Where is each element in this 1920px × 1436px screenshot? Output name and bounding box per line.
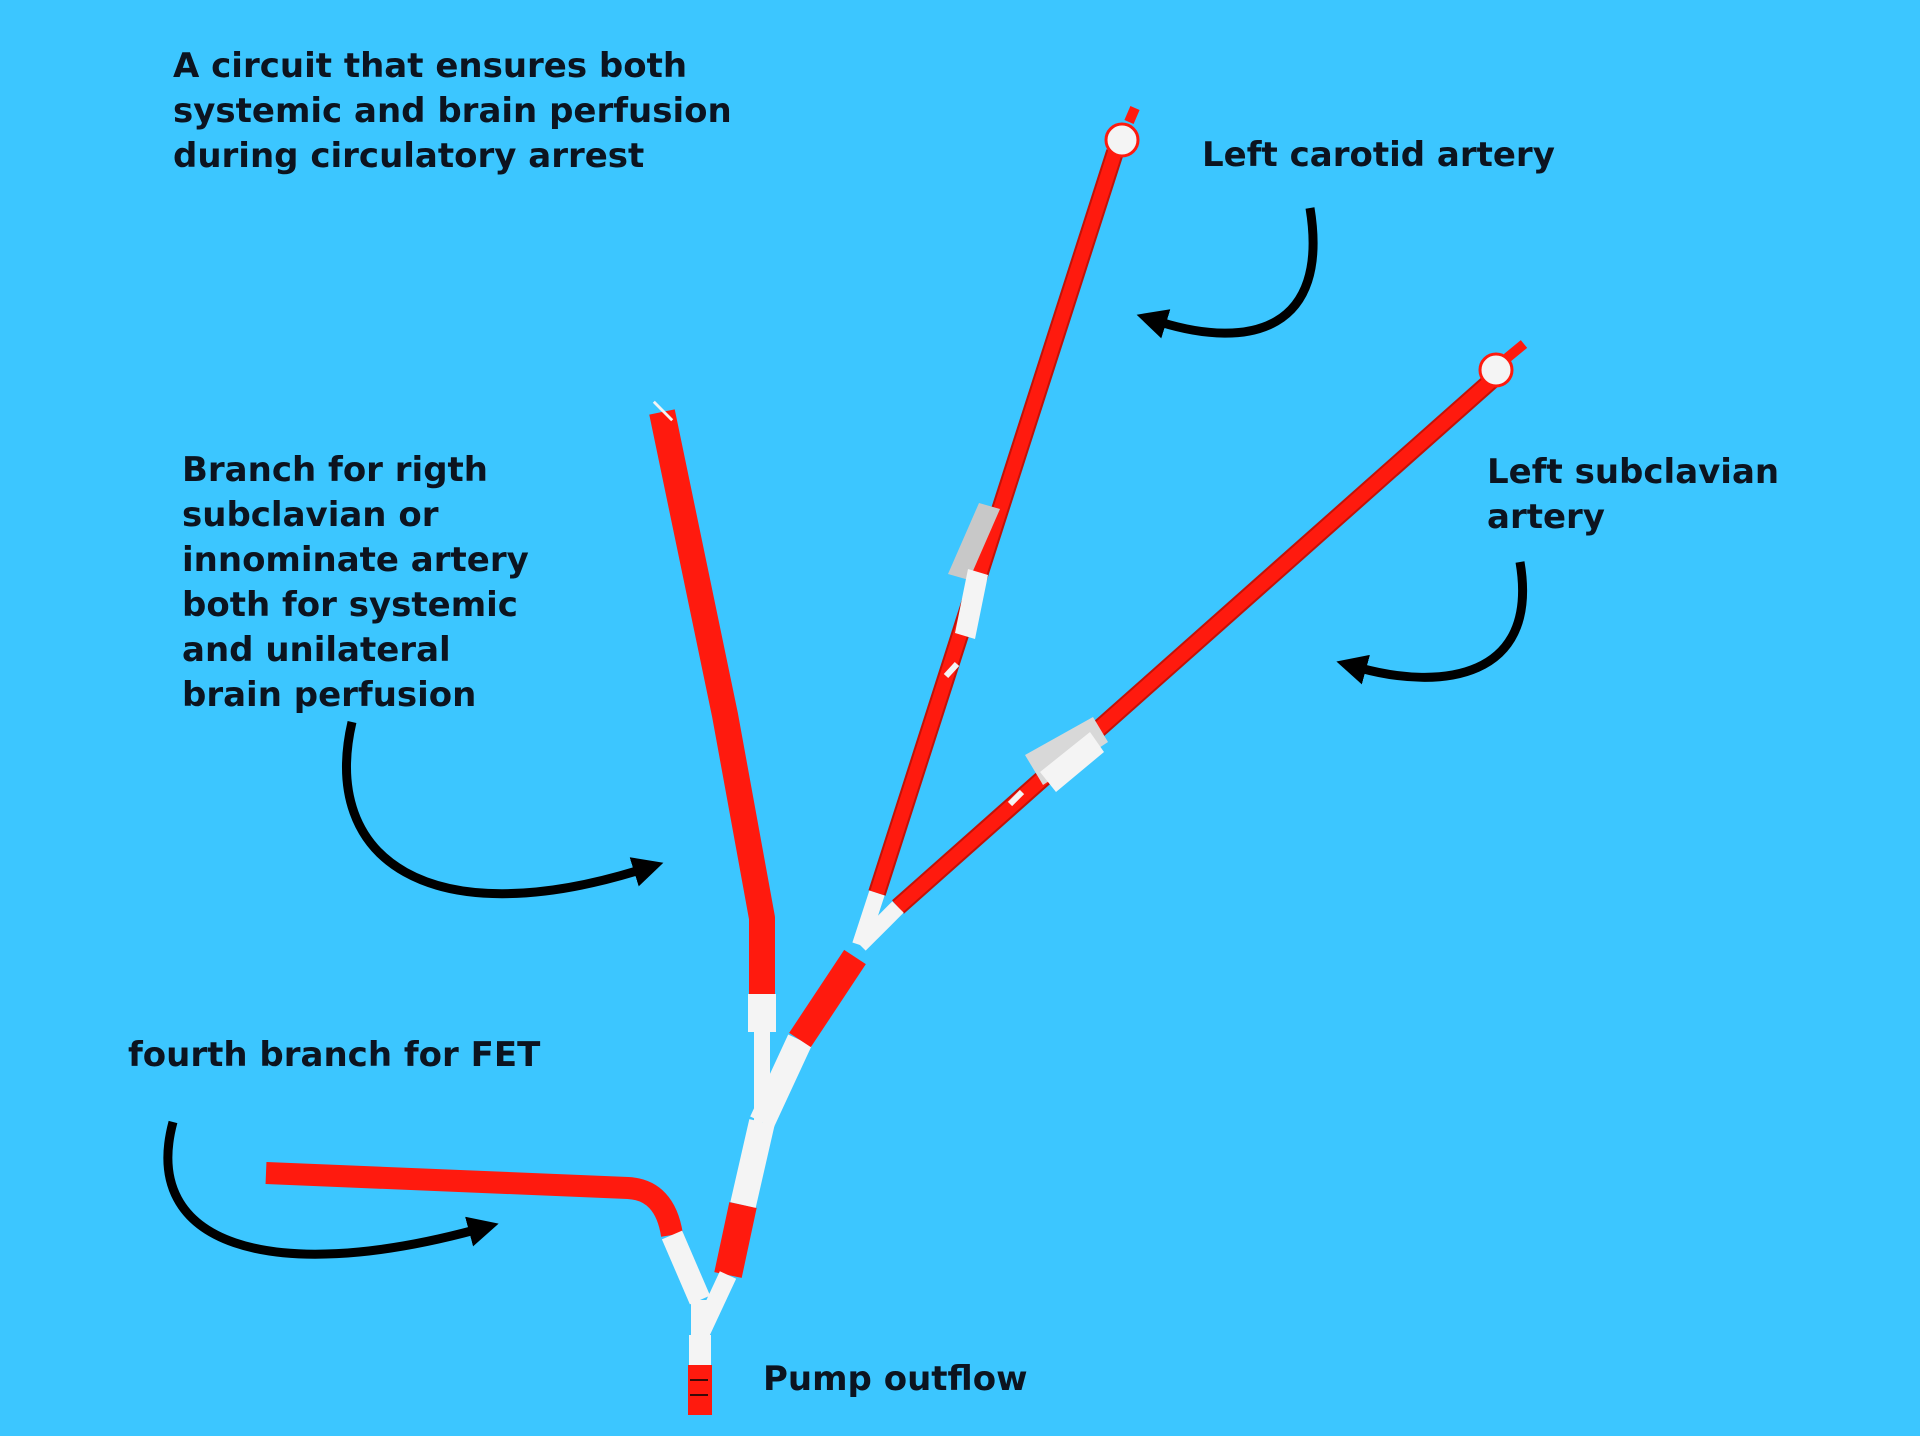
title-line: A circuit that ensures both bbox=[173, 46, 688, 86]
pump-outflow-y bbox=[688, 1271, 737, 1415]
carotid-connector bbox=[955, 569, 988, 639]
right-branch-tube bbox=[649, 400, 776, 1122]
upper-y-connector bbox=[852, 890, 904, 951]
left-subclavian-label-line: Left subclavian bbox=[1487, 452, 1780, 492]
fourth-branch-label-line: fourth branch for FET bbox=[128, 1035, 541, 1075]
title-text: A circuit that ensures both systemic and… bbox=[173, 44, 732, 179]
pump-outflow-label-line: Pump outflow bbox=[763, 1359, 1028, 1399]
left-carotid-label-line: Left carotid artery bbox=[1202, 135, 1555, 175]
carotid-clamp bbox=[948, 503, 1000, 580]
fourth-branch-label: fourth branch for FET bbox=[128, 1033, 540, 1078]
pump-outflow-label: Pump outflow bbox=[763, 1357, 1028, 1402]
right-branch-label-line: both for systemic bbox=[182, 585, 518, 625]
right-branch-label-line: and unilateral bbox=[182, 630, 451, 670]
main-trunk-tube bbox=[714, 1119, 775, 1278]
subclavian-arrow bbox=[1336, 561, 1527, 685]
right-branch-label-line: brain perfusion bbox=[182, 675, 477, 715]
title-line: systemic and brain perfusion bbox=[173, 91, 732, 131]
right-branch-label-line: innominate artery bbox=[182, 540, 529, 580]
carotid-cannula-tip bbox=[1104, 122, 1140, 158]
right-branch-arrow bbox=[342, 720, 664, 899]
left-carotid-label: Left carotid artery bbox=[1202, 133, 1555, 178]
right-branch-label: Branch for rigth subclavian or innominat… bbox=[182, 448, 529, 718]
fet-branch-tube bbox=[265, 1162, 711, 1305]
left-subclavian-tube bbox=[892, 340, 1528, 914]
subclavian-cannula-tip bbox=[1478, 352, 1514, 388]
title-line: during circulatory arrest bbox=[173, 136, 645, 176]
carotid-arrow bbox=[1136, 207, 1318, 339]
left-subclavian-label: Left subclavian artery bbox=[1487, 450, 1779, 540]
left-carotid-tube bbox=[868, 106, 1140, 896]
fet-branch-arrow bbox=[163, 1120, 499, 1259]
left-trunk-tube bbox=[750, 949, 866, 1128]
left-subclavian-label-line: artery bbox=[1487, 497, 1605, 537]
subclavian-connector bbox=[1040, 732, 1104, 792]
right-branch-label-line: subclavian or bbox=[182, 495, 439, 535]
right-branch-label-line: Branch for rigth bbox=[182, 450, 488, 490]
